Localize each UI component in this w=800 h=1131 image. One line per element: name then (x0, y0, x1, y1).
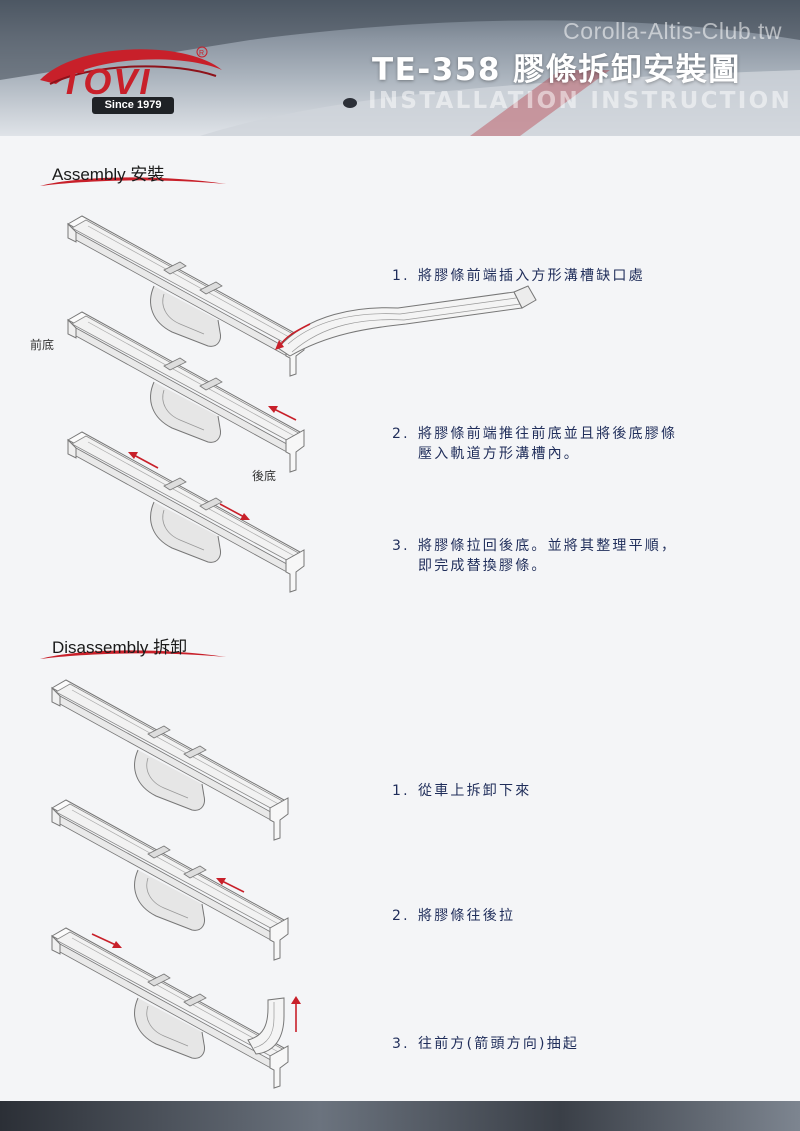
header-banner: Corolla-Altis-Club.tw TOVI R Since 1979 … (0, 0, 800, 136)
label-front-base: 前底 (30, 338, 55, 352)
page-subtitle: INSTALLATION INSTRUCTION (368, 88, 793, 114)
label-rear-base: 後底 (252, 469, 277, 483)
svg-text:R: R (199, 50, 204, 57)
heading-swoosh-icon (40, 650, 226, 659)
disassembly-step-2: 2. 將膠條往後拉 (392, 906, 515, 926)
disassembly-heading-text: Disassembly 拆卸 (52, 638, 188, 657)
step-number: 3. (392, 1036, 410, 1052)
assembly-heading-text: Assembly 安裝 (52, 165, 165, 184)
step-number: 2. (392, 426, 410, 442)
step-text: 將膠條前端推往前底並且將後底膠條 (418, 426, 678, 442)
step-text-continued: 壓入軌道方形溝槽內。 (418, 446, 580, 462)
step-number: 2. (392, 908, 410, 924)
logo-text: TOVI (60, 61, 151, 102)
assembly-heading: Assembly 安裝 (40, 160, 226, 186)
disassembly-step-1: 1. 從車上拆卸下來 (392, 781, 531, 801)
assembly-step-3: 3. 將膠條拉回後底。並將其整理平順， 即完成替換膠條。 (392, 536, 677, 576)
disassembly-step-3: 3. 往前方(箭頭方向)抽起 (392, 1034, 579, 1054)
step-text: 將膠條拉回後底。並將其整理平順， (418, 538, 678, 554)
assembly-figure-3 (67, 431, 305, 593)
assembly-figure-2 (67, 311, 305, 473)
step-number: 1. (392, 783, 410, 799)
disassembly-heading: Disassembly 拆卸 (40, 633, 226, 659)
watermark-text: Corolla-Altis-Club.tw (563, 18, 782, 44)
footer-banner (0, 1101, 800, 1131)
disassembly-figure-3 (51, 927, 301, 1089)
step-number: 1. (392, 268, 410, 284)
assembly-figure-1 (67, 215, 537, 377)
step-text: 從車上拆卸下來 (418, 783, 532, 799)
disassembly-figure-2 (51, 799, 289, 961)
step-text: 將膠條往後拉 (418, 908, 516, 924)
step-text: 往前方(箭頭方向)抽起 (418, 1036, 580, 1052)
windshield-photo (0, 0, 800, 136)
assembly-step-2: 2. 將膠條前端推往前底並且將後底膠條 壓入軌道方形溝槽內。 (392, 424, 677, 464)
assembly-step-1: 1. 將膠條前端插入方形溝槽缺口處 (392, 266, 645, 286)
step-text: 將膠條前端插入方形溝槽缺口處 (418, 268, 645, 284)
heading-swoosh-icon (40, 177, 226, 186)
page-title: TE-358 膠條拆卸安裝圖 (372, 52, 741, 88)
tovi-logo: TOVI R (40, 46, 222, 102)
step-text-continued: 即完成替換膠條。 (418, 558, 548, 574)
step-number: 3. (392, 538, 410, 554)
logo-since-badge: Since 1979 (92, 97, 174, 114)
